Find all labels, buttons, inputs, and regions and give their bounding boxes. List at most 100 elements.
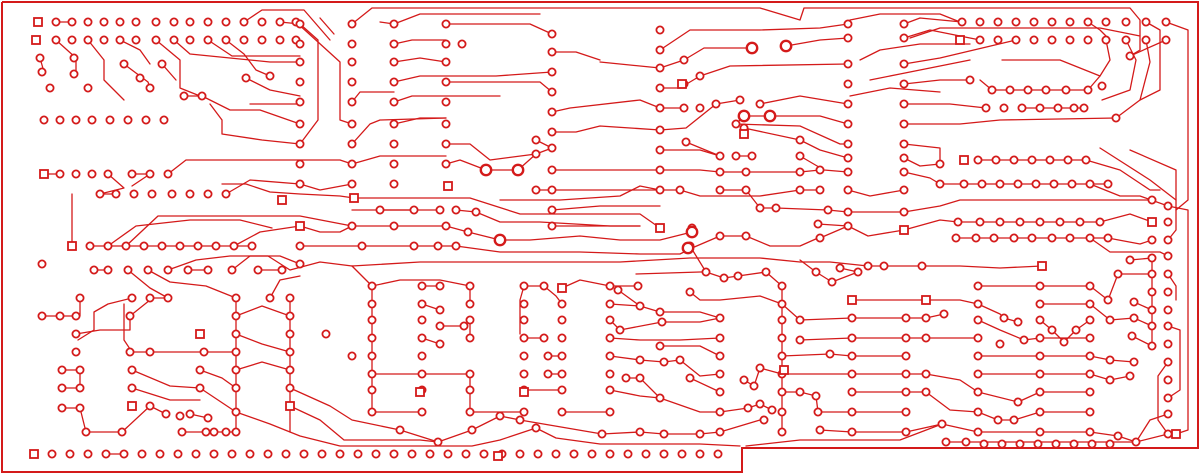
round-pad [463, 227, 473, 237]
trace [551, 99, 661, 113]
trace [551, 125, 661, 133]
round-pad [899, 153, 909, 163]
round-pad [81, 427, 91, 437]
square-pad [1037, 261, 1047, 271]
round-pad [795, 315, 805, 325]
round-pad [163, 265, 173, 275]
round-pad [899, 99, 909, 109]
trace [351, 117, 447, 145]
trace [269, 275, 301, 299]
trace [519, 285, 525, 335]
round-pad [901, 387, 911, 397]
round-pad [605, 299, 615, 309]
round-pad [777, 427, 787, 437]
trace [131, 369, 201, 389]
trace [859, 43, 971, 61]
round-pad [633, 281, 643, 291]
round-pad [433, 241, 443, 251]
round-pad [715, 407, 725, 417]
round-pad [621, 373, 631, 383]
trace [1167, 325, 1181, 399]
round-pad [679, 55, 689, 65]
round-pad [847, 387, 857, 397]
trace [775, 207, 829, 211]
round-pad [285, 383, 295, 393]
round-pad [993, 35, 1003, 45]
round-pad [115, 35, 125, 45]
round-pad [539, 333, 549, 343]
round-pad [389, 139, 399, 149]
round-pad [1105, 375, 1115, 385]
round-pad [1013, 317, 1023, 327]
round-pad [1163, 357, 1173, 367]
round-pad [123, 265, 133, 275]
round-pad [761, 267, 771, 277]
trace [599, 61, 661, 69]
round-pad [1125, 371, 1135, 381]
round-pad [1047, 325, 1057, 335]
round-pad [47, 449, 57, 459]
round-pad [547, 221, 557, 231]
round-pad [227, 449, 237, 459]
round-pad [95, 189, 105, 199]
trace [235, 361, 291, 371]
trace [819, 225, 849, 239]
round-pad [231, 293, 241, 303]
round-pad [357, 241, 367, 251]
trace [781, 353, 831, 357]
round-pad [635, 427, 645, 437]
trace [659, 23, 849, 51]
square-pad [31, 35, 41, 45]
round-pad [131, 17, 141, 27]
round-pad [741, 167, 751, 177]
round-pad [1035, 103, 1045, 113]
round-pad [879, 261, 889, 271]
round-pad [1035, 407, 1045, 417]
round-pad [1147, 253, 1157, 263]
round-pad [1141, 17, 1151, 27]
round-pad [843, 79, 853, 89]
square-pad [349, 193, 359, 203]
trace [909, 27, 1141, 39]
round-pad [241, 73, 251, 83]
trace [87, 39, 125, 101]
trace [393, 39, 447, 45]
round-pad [295, 179, 305, 189]
round-pad [749, 381, 759, 391]
round-pad [197, 91, 207, 101]
round-pad [847, 333, 857, 343]
round-pad [129, 189, 139, 199]
round-pad [1047, 35, 1057, 45]
round-pad [959, 179, 969, 189]
round-pad [1147, 269, 1157, 279]
round-pad [465, 281, 475, 291]
round-pad [1163, 321, 1173, 331]
round-pad [1075, 217, 1085, 227]
round-pad [901, 333, 911, 343]
large-pad [737, 109, 751, 123]
round-pad [199, 347, 209, 357]
round-pad [973, 155, 983, 165]
round-pad [987, 85, 997, 95]
trace [199, 387, 237, 413]
round-pad [227, 265, 237, 275]
round-pad [1147, 195, 1157, 205]
round-pad [843, 139, 853, 149]
square-pad [39, 169, 49, 179]
round-pad [409, 241, 419, 251]
round-pad [1163, 375, 1173, 385]
trace [371, 279, 471, 287]
round-pad [1085, 281, 1095, 291]
round-pad [843, 99, 853, 109]
round-pad [417, 369, 427, 379]
round-pad [167, 189, 177, 199]
round-pad [371, 449, 381, 459]
round-pad [899, 79, 909, 89]
round-pad [993, 17, 1003, 27]
round-pad [347, 351, 357, 361]
round-pad [519, 299, 529, 309]
trace [1099, 147, 1177, 201]
round-pad [777, 351, 787, 361]
round-pad [1035, 369, 1045, 379]
round-pad [285, 311, 295, 321]
